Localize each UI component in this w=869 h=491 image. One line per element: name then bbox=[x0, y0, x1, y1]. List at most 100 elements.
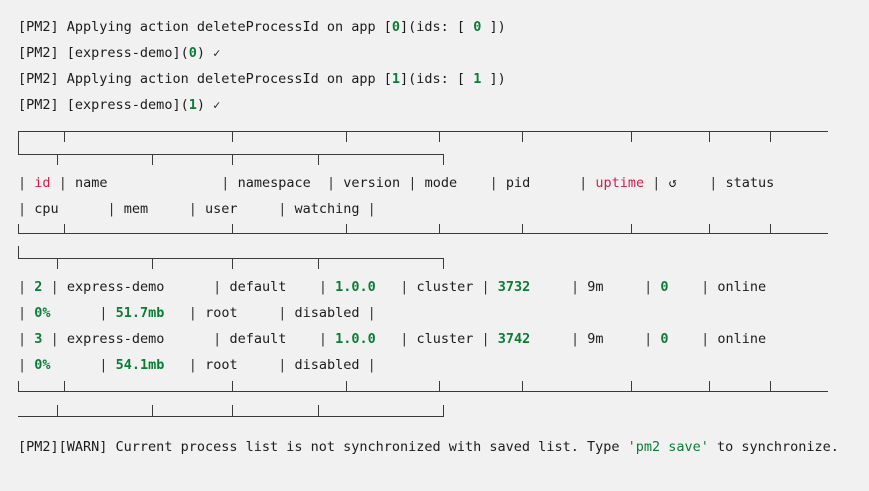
cell-separator: | bbox=[188, 305, 197, 321]
cell-separator: | bbox=[278, 305, 287, 321]
cell-mode: cluster bbox=[416, 279, 474, 295]
cell-separator: | bbox=[99, 305, 108, 321]
cell-separator: | bbox=[18, 331, 27, 347]
cell-name: express-demo bbox=[66, 331, 165, 347]
cell-separator: | bbox=[188, 357, 197, 373]
table-bottom-border-outer bbox=[18, 378, 869, 404]
header-pid: pid bbox=[505, 175, 531, 191]
log-text: [express-demo]( bbox=[66, 97, 189, 113]
log-text: Applying action deleteProcessId on app [ bbox=[66, 71, 392, 87]
cell-user: root bbox=[205, 357, 238, 373]
cell-separator: | bbox=[221, 175, 230, 191]
cell-separator: | bbox=[278, 357, 287, 373]
log-prefix: [PM2] bbox=[18, 97, 67, 113]
table-tick bbox=[522, 131, 523, 142]
log-text: ) bbox=[196, 45, 214, 61]
warning-prefix: [PM2][WARN] bbox=[18, 439, 116, 455]
log-app-id: 0 bbox=[188, 45, 197, 61]
log-line: [PM2] Applying action deleteProcessId on… bbox=[18, 66, 869, 92]
cell-id: 2 bbox=[34, 279, 43, 295]
log-text: ]) bbox=[481, 19, 506, 35]
table-tick bbox=[318, 258, 319, 269]
status-badge: online bbox=[717, 331, 767, 347]
log-text: [express-demo]( bbox=[66, 45, 189, 61]
cell-separator: | bbox=[579, 175, 588, 191]
table-tick bbox=[770, 131, 771, 142]
table-tick bbox=[709, 381, 710, 392]
cell-separator: | bbox=[58, 175, 67, 191]
table-tick bbox=[18, 381, 19, 392]
table-rule bbox=[18, 233, 828, 234]
table-header-separator-inner bbox=[18, 246, 869, 274]
table-top-border-outer bbox=[18, 118, 869, 144]
table-tick bbox=[152, 258, 153, 269]
header-cpu: cpu bbox=[34, 201, 59, 217]
checkmark-icon: ✓ bbox=[213, 98, 221, 112]
warning-text: Current process list is not synchronized… bbox=[115, 439, 628, 455]
cell-separator: | bbox=[367, 305, 376, 321]
table-tick bbox=[631, 224, 632, 234]
cell-uptime: 9m bbox=[587, 331, 604, 347]
table-bottom-border-inner bbox=[18, 404, 869, 430]
cell-separator: | bbox=[18, 279, 27, 295]
cell-separator: | bbox=[481, 331, 490, 347]
cell-cpu: 0% bbox=[34, 305, 51, 321]
cell-mem: 51.7mb bbox=[115, 305, 165, 321]
table-tick bbox=[318, 154, 319, 165]
table-rule bbox=[18, 416, 444, 417]
table-tick bbox=[57, 154, 58, 165]
table-tick bbox=[522, 381, 523, 392]
cell-separator: | bbox=[570, 279, 580, 295]
cell-separator: | bbox=[481, 279, 490, 295]
table-tick bbox=[439, 381, 440, 392]
table-tick bbox=[64, 224, 65, 234]
table-tick bbox=[232, 258, 233, 269]
cell-id: 3 bbox=[34, 331, 43, 347]
log-text: ]) bbox=[481, 71, 506, 87]
cell-restarts: 0 bbox=[660, 331, 669, 347]
cell-separator: | bbox=[400, 331, 409, 347]
table-tick bbox=[232, 224, 233, 234]
table-tick bbox=[57, 405, 58, 416]
table-row: | 2 | express-demo | default | 1.0.0 | c… bbox=[18, 274, 869, 300]
cell-separator: | bbox=[107, 201, 116, 217]
table-tick bbox=[18, 131, 19, 142]
log-app-id: 1 bbox=[391, 71, 401, 87]
table-rule bbox=[18, 258, 444, 259]
table-tick bbox=[631, 131, 632, 142]
table-tick bbox=[631, 381, 632, 392]
table-tick bbox=[522, 224, 523, 234]
header-version: version bbox=[343, 175, 401, 191]
cell-version: 1.0.0 bbox=[335, 279, 376, 295]
cell-separator: | bbox=[652, 175, 661, 191]
cell-separator: | bbox=[50, 279, 59, 295]
cell-user: root bbox=[205, 305, 238, 321]
table-tick bbox=[443, 154, 444, 165]
table-tick bbox=[346, 224, 347, 234]
table-tick bbox=[443, 258, 444, 269]
cell-namespace: default bbox=[229, 331, 287, 347]
table-tick bbox=[57, 258, 58, 269]
table-tick bbox=[232, 381, 233, 392]
cell-separator: | bbox=[367, 357, 376, 373]
cell-separator: | bbox=[213, 331, 222, 347]
table-header-row-secondary: | cpu | mem | user | watching | bbox=[18, 196, 869, 222]
cell-separator: | bbox=[400, 279, 409, 295]
header-name: name bbox=[74, 175, 108, 191]
table-tick bbox=[152, 405, 153, 416]
table-header-separator-outer bbox=[18, 222, 869, 248]
table-row: | 3 | express-demo | default | 1.0.0 | c… bbox=[18, 326, 869, 352]
log-line: [PM2] [express-demo](0) ✓ bbox=[18, 40, 869, 66]
table-tick bbox=[770, 224, 771, 234]
cell-separator: | bbox=[213, 279, 222, 295]
warning-command: 'pm2 save' bbox=[627, 439, 709, 455]
warning-message: [PM2][WARN] Current process list is not … bbox=[18, 434, 848, 460]
table-tick bbox=[152, 154, 153, 165]
status-badge: online bbox=[717, 279, 767, 295]
table-tick bbox=[18, 246, 19, 258]
table-rule bbox=[18, 131, 828, 132]
table-tick bbox=[439, 131, 440, 142]
cell-separator: | bbox=[709, 175, 718, 191]
cell-separator: | bbox=[278, 201, 287, 217]
